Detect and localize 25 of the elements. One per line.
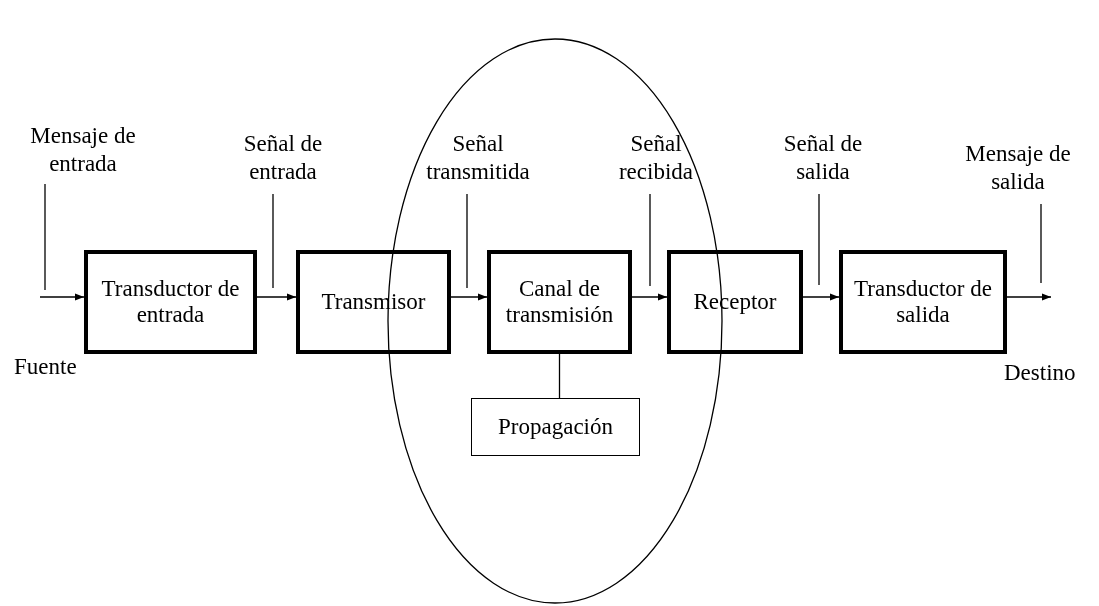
leader-line [1040, 203, 1042, 284]
signal-label: Señal recibida [600, 130, 712, 194]
leader-line [44, 183, 46, 291]
arrow [256, 293, 297, 301]
arrow [631, 293, 668, 301]
signal-label: Mensaje de salida [940, 140, 1096, 204]
leader-line [466, 193, 468, 289]
sub-process-box: Propagación [471, 398, 640, 456]
leader-line [649, 193, 651, 287]
process-box: Transductor de entrada [84, 250, 257, 354]
leader-line [272, 193, 274, 289]
endpoint-label: Fuente [14, 353, 77, 381]
signal-label: Señal de entrada [222, 130, 344, 194]
signal-label: Mensaje de entrada [8, 122, 158, 184]
process-box: Transductor de salida [839, 250, 1007, 354]
arrow [1006, 293, 1052, 301]
leader-line [818, 193, 820, 286]
signal-label: Señal de salida [762, 130, 884, 194]
arrow [450, 293, 488, 301]
connector-line [558, 353, 561, 399]
process-box: Canal de transmisión [487, 250, 632, 354]
arrow [39, 293, 85, 301]
arrow [802, 293, 840, 301]
signal-label: Señal transmitida [410, 130, 546, 194]
endpoint-label: Destino [1004, 359, 1076, 387]
